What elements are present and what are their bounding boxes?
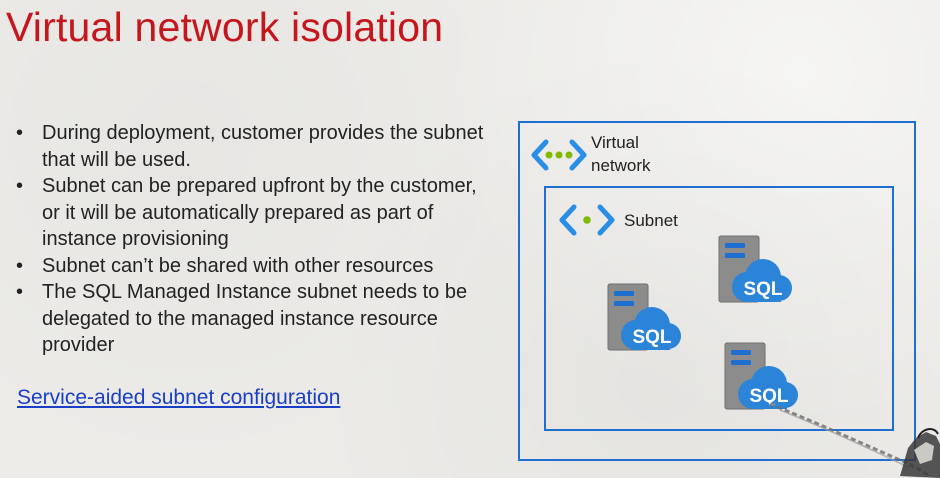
subnet-box	[544, 186, 894, 431]
sql-label: SQL	[632, 327, 671, 348]
virtual-network-icon	[531, 139, 587, 171]
sql-label: SQL	[749, 386, 788, 407]
bullet-item: Subnet can’t be shared with other resour…	[14, 253, 494, 280]
sql-server-icon: SQL	[724, 342, 798, 410]
virtual-network-label: Virtual network	[591, 133, 651, 175]
virtual-network-box	[518, 121, 916, 461]
bullet-item: During deployment, customer provides the…	[14, 120, 494, 173]
sql-server-icon: SQL	[607, 283, 681, 351]
subnet-icon	[559, 204, 615, 236]
sql-server-icon: SQL	[718, 235, 792, 303]
sql-label: SQL	[743, 279, 782, 300]
subnet-label: Subnet	[624, 211, 678, 230]
decorative-sketch-illustration	[769, 402, 940, 478]
page-title: Virtual network isolation	[6, 4, 444, 50]
service-aided-subnet-link[interactable]: Service-aided subnet configuration	[17, 386, 341, 409]
bullet-item: The SQL Managed Instance subnet needs to…	[14, 279, 494, 359]
bullet-list: During deployment, customer provides the…	[14, 120, 494, 359]
bullet-item: Subnet can be prepared upfront by the cu…	[14, 173, 494, 253]
